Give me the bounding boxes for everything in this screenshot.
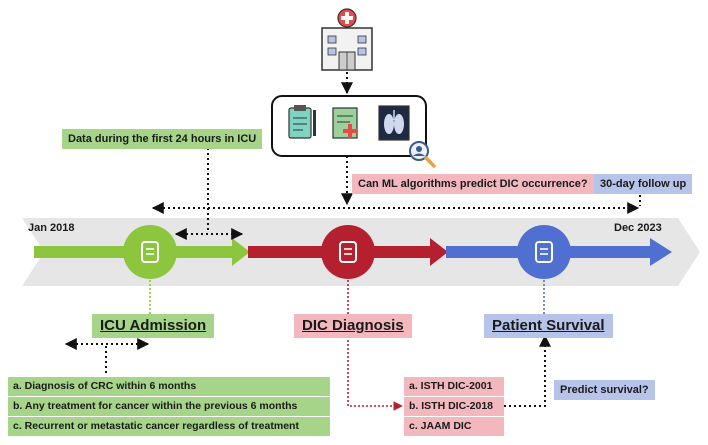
start-date-label: Jan 2018 — [28, 222, 75, 234]
inclusion-criterion: a. Diagnosis of CRC within 6 months — [8, 377, 330, 396]
data-window-label: Data during the first 24 hours in ICU — [62, 129, 263, 149]
dic-criterion: a. ISTH DIC-2001 — [404, 377, 504, 396]
predict-survival-label: Predict survival? — [554, 380, 655, 400]
question-label: Can ML algorithms predict DIC occurrence… — [352, 174, 594, 194]
lung-xray-icon — [378, 105, 410, 141]
dic-diagnosis-node — [321, 225, 375, 279]
stage-title-icu-admission: ICU Admission — [92, 314, 215, 338]
hospital-icon — [321, 8, 373, 71]
document-icon — [141, 241, 159, 263]
dic-criterion: b. ISTH DIC-2018 — [404, 397, 504, 416]
inclusion-criterion: c. Recurrent or metastatic cancer regard… — [8, 417, 330, 436]
document-icon — [535, 241, 553, 263]
magnifier-icon — [409, 141, 436, 168]
document-icon — [339, 241, 357, 263]
patient-survival-node — [517, 225, 571, 279]
icu-admission-node — [123, 225, 177, 279]
follow-up-label: 30-day follow up — [594, 174, 693, 194]
medical-record-icon — [332, 107, 358, 139]
end-date-label: Dec 2023 — [614, 222, 662, 234]
stage-title-patient-survival: Patient Survival — [484, 314, 613, 338]
inclusion-criterion: b. Any treatment for cancer within the p… — [8, 397, 330, 416]
clipboard-icon — [288, 105, 316, 139]
stage-title-dic-diagnosis: DIC Diagnosis — [294, 314, 412, 338]
dic-criterion: c. JAAM DIC — [404, 417, 504, 436]
